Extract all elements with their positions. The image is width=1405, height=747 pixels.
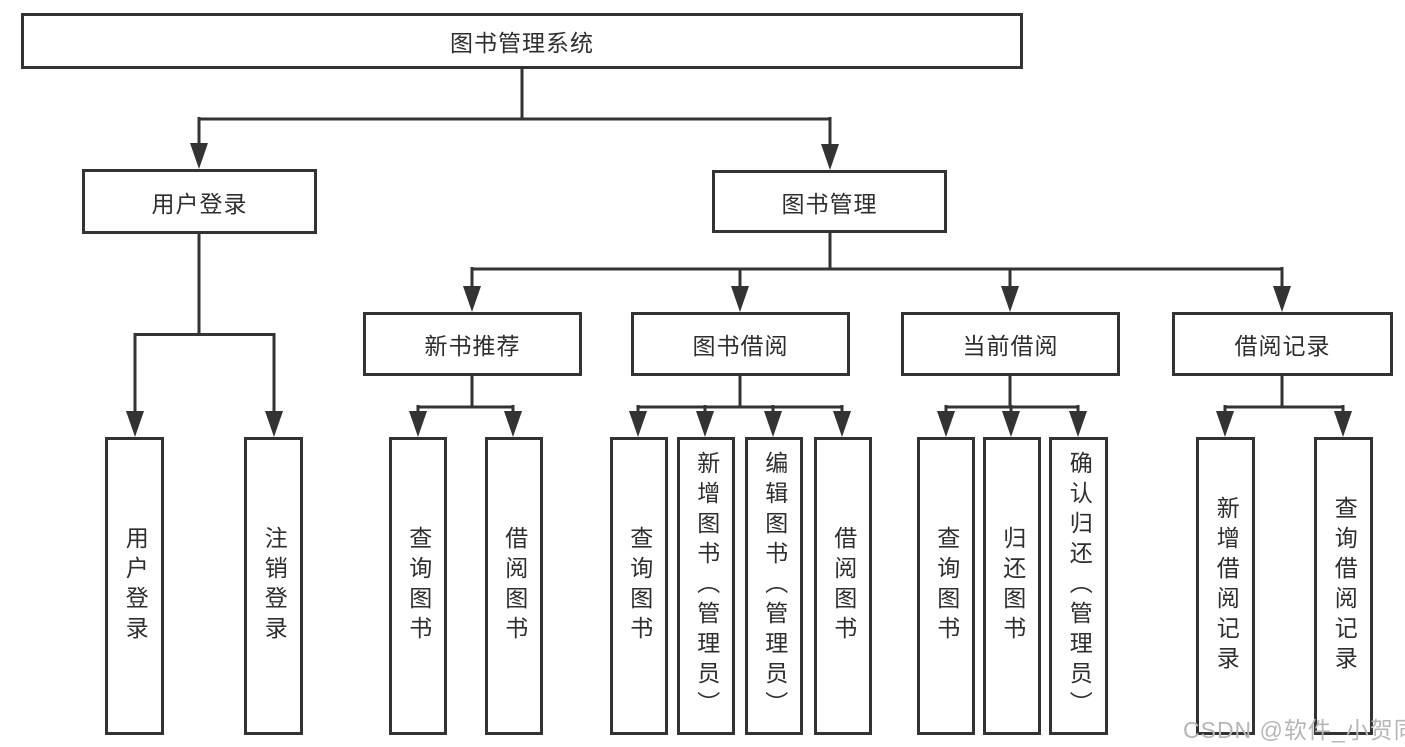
leaf-query-books-current: 查询图书	[917, 437, 975, 735]
node-user-login-module: 用户登录	[82, 169, 317, 234]
leaf-return-books: 归还图书	[983, 437, 1041, 735]
csdn-watermark: CSDN @软件_小贺同学	[1183, 717, 1405, 743]
leaf-query-books-borrow: 查询图书	[610, 437, 668, 735]
leaf-borrow-books: 借阅图书	[814, 437, 872, 735]
leaf-logout: 注销登录	[244, 437, 303, 735]
node-book-management-module: 图书管理	[712, 170, 947, 233]
leaf-query-borrow-record: 查询借阅记录	[1314, 437, 1373, 735]
leaf-borrow-books-recommend: 借阅图书	[485, 437, 543, 735]
leaf-user-login: 用户登录	[105, 437, 164, 735]
leaf-add-books-admin: 新增图书（管理员）	[677, 437, 735, 735]
node-new-book-recommendation: 新书推荐	[363, 312, 582, 376]
node-borrowing-records: 借阅记录	[1172, 312, 1393, 376]
leaf-confirm-return-admin: 确认归还（管理员）	[1049, 437, 1108, 735]
leaf-add-borrow-record: 新增借阅记录	[1196, 437, 1255, 735]
leaf-edit-books-admin: 编辑图书（管理员）	[745, 437, 803, 735]
node-root-library-system: 图书管理系统	[21, 13, 1023, 69]
node-book-borrowing: 图书借阅	[631, 312, 850, 376]
leaf-query-books-recommend: 查询图书	[389, 437, 447, 735]
node-current-borrowing: 当前借阅	[901, 312, 1120, 376]
